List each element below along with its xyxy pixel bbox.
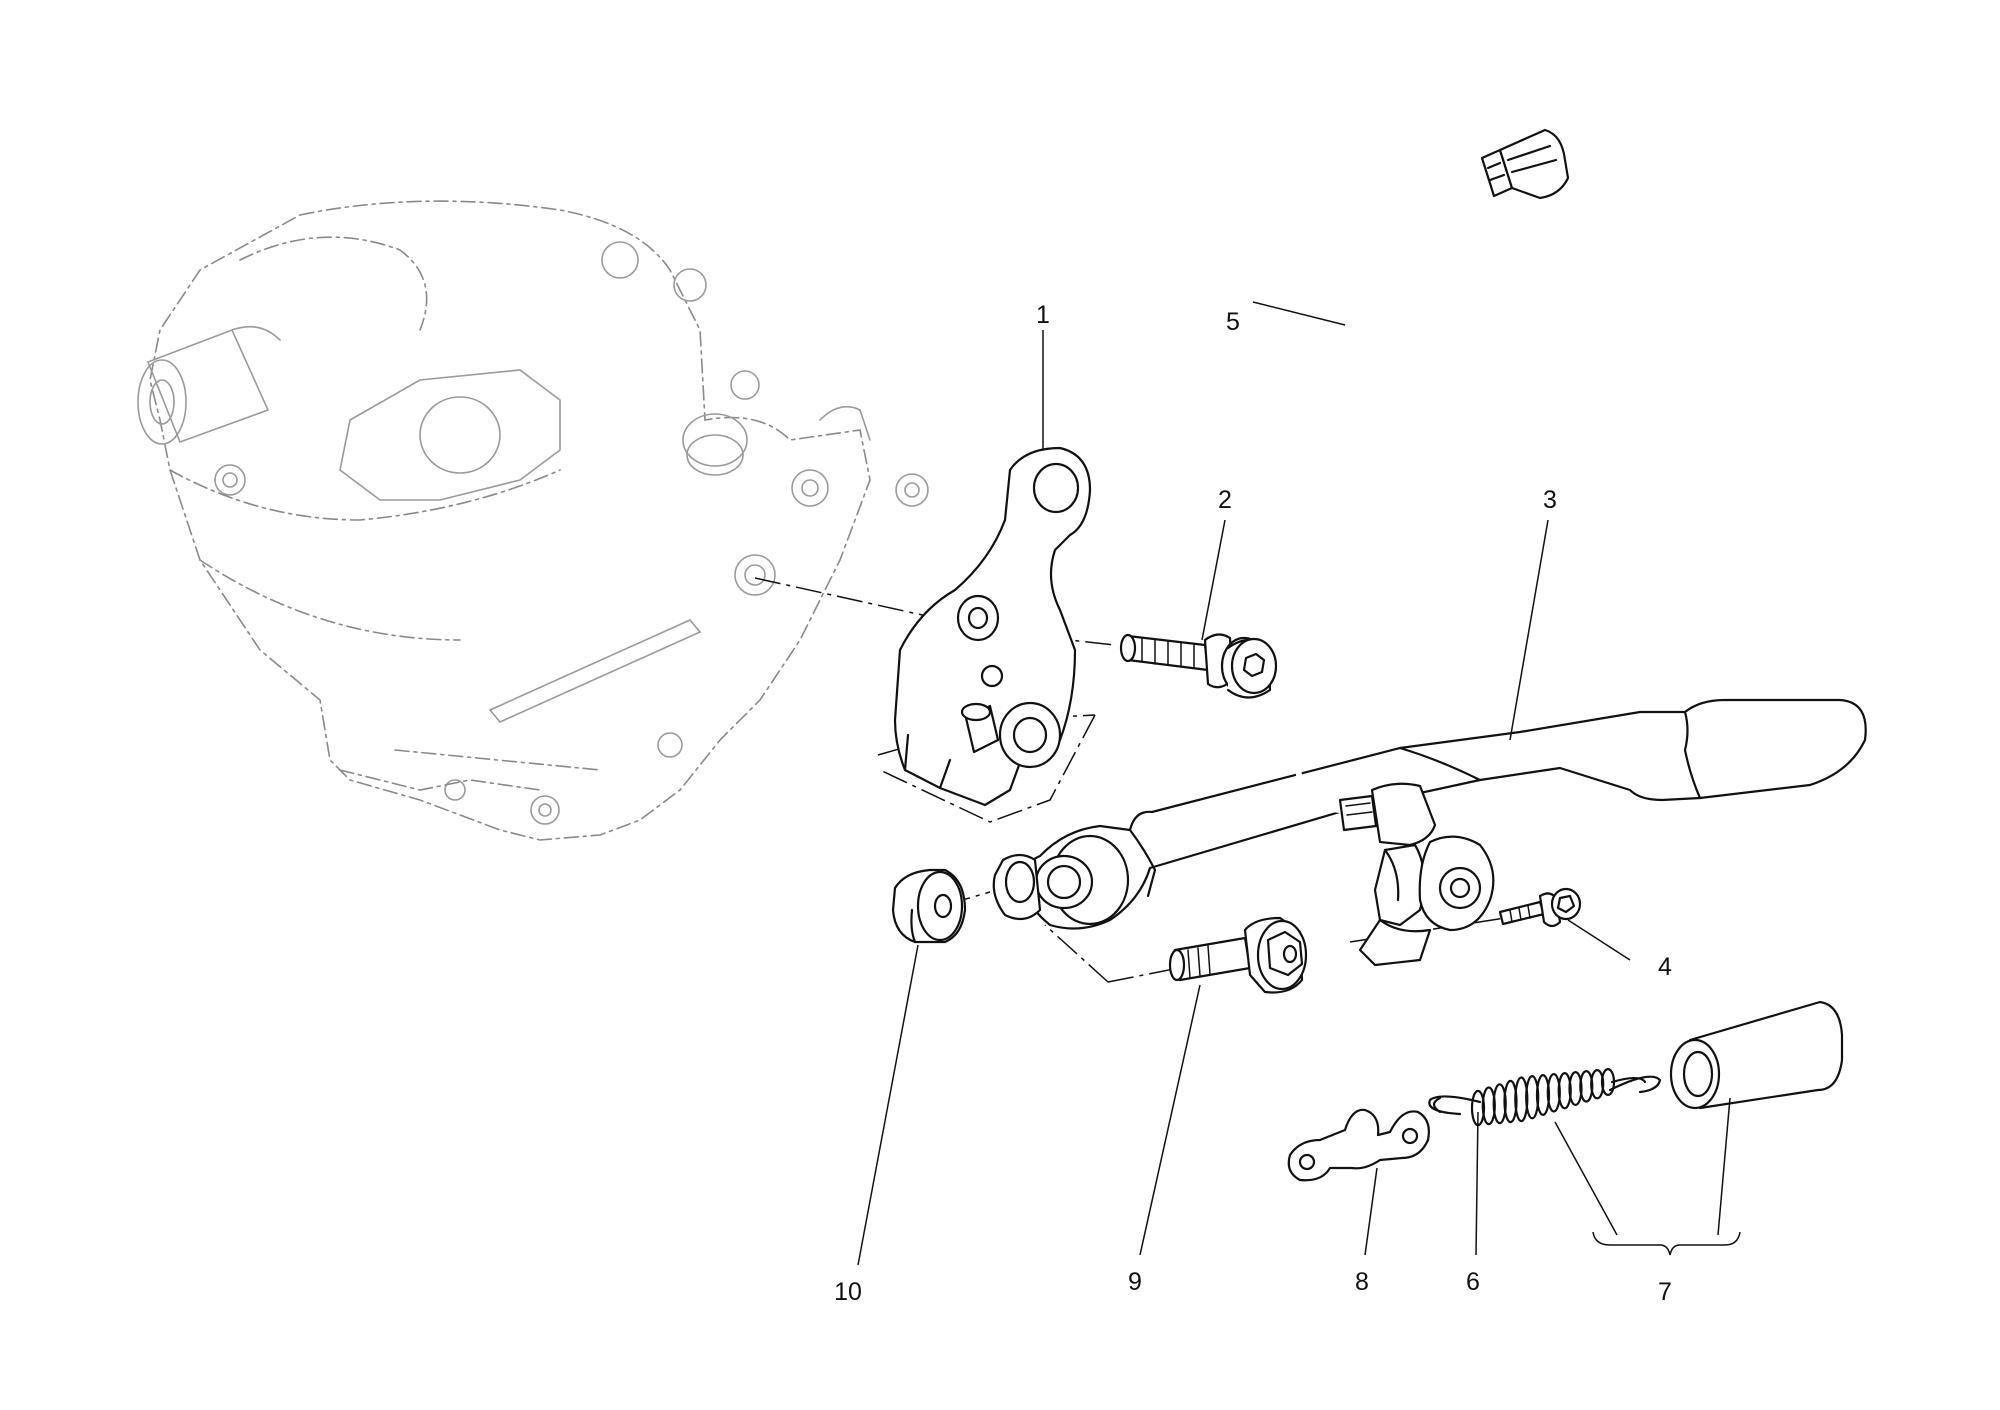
part-3-sidestand-leg <box>992 698 1867 930</box>
part-4-screw <box>1498 887 1582 928</box>
engine-case-outline <box>137 200 929 841</box>
callout-5: 5 <box>1226 308 1240 336</box>
part-8-spring-bracket <box>1287 1108 1430 1182</box>
sidestand-switch <box>1338 782 1495 967</box>
callout-7: 7 <box>1658 1278 1672 1306</box>
callout-3: 3 <box>1543 486 1557 514</box>
spring-coil <box>1525 1074 1540 1120</box>
part-6-spring <box>1428 1067 1662 1127</box>
part-10-bushing <box>891 868 967 944</box>
part-9-pivot-bolt <box>1168 916 1308 994</box>
spring-coil <box>1535 1073 1551 1116</box>
leader-lines <box>857 301 1741 1266</box>
spring-coil <box>1557 1071 1572 1110</box>
spring-coil <box>1590 1068 1605 1100</box>
callout-9: 9 <box>1128 1268 1142 1296</box>
spring-coil <box>1568 1070 1583 1106</box>
callout-8: 8 <box>1355 1268 1369 1296</box>
callout-labels: 1 2 3 4 5 6 7 8 9 10 <box>834 301 1672 1306</box>
part-5-switch-cable <box>1294 128 1570 813</box>
callout-2: 2 <box>1218 486 1232 514</box>
callout-6: 6 <box>1466 1268 1480 1296</box>
callout-10: 10 <box>834 1278 862 1306</box>
part-2-hex-socket-bolt <box>1119 633 1278 699</box>
spring-coil <box>1492 1083 1507 1125</box>
part-1-sidestand-bracket <box>893 446 1092 807</box>
callout-1: 1 <box>1036 301 1050 329</box>
part-7-sleeve <box>1669 1000 1844 1110</box>
spring-coil <box>1503 1079 1518 1124</box>
callout-4: 4 <box>1658 953 1672 981</box>
